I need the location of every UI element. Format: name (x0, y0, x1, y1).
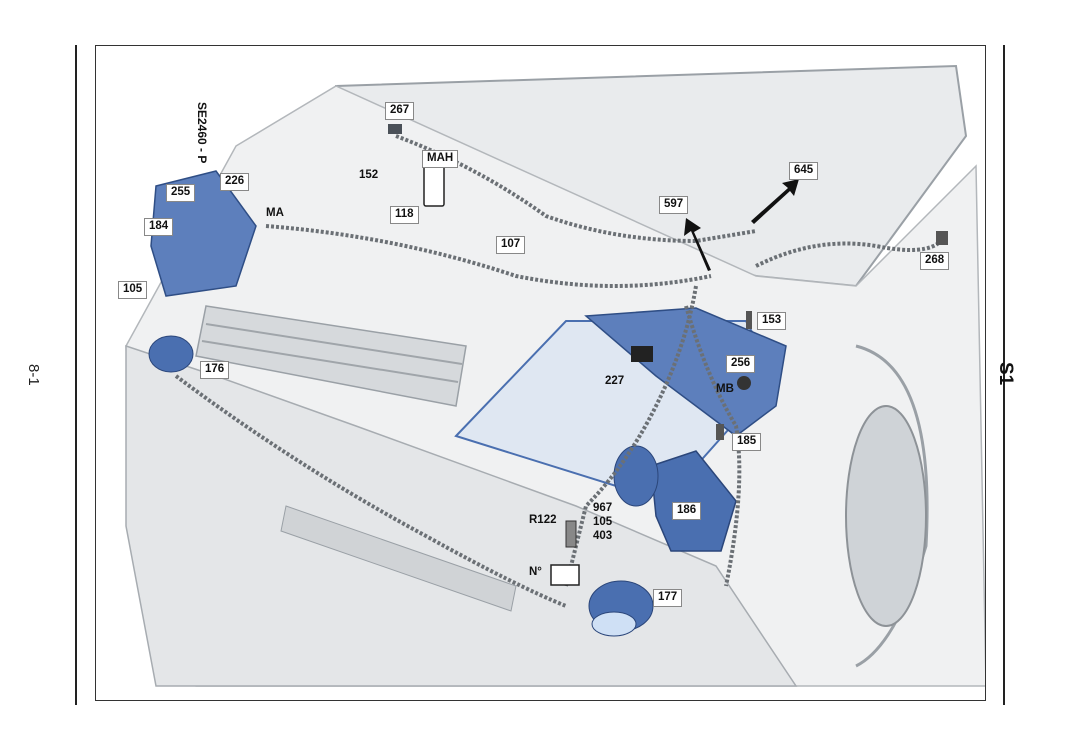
label-255: 255 (166, 184, 196, 202)
fog-lamp-lens (591, 611, 637, 637)
label-184: 184 (144, 218, 174, 236)
lower-grille (280, 505, 517, 612)
connector-268 (936, 231, 948, 245)
headlamp-housing (584, 307, 787, 437)
connector-227 (631, 346, 653, 362)
connector-185 (716, 424, 724, 440)
label-153: 153 (757, 312, 787, 330)
label-no: N° (529, 566, 542, 578)
arrow-645 (751, 179, 799, 224)
label-967: 967 (593, 502, 613, 514)
connector-267 (388, 124, 402, 134)
label-mb: MB (716, 383, 734, 395)
wheel (845, 405, 927, 627)
label-176: 176 (200, 361, 230, 379)
label-105-right: 105 (593, 516, 613, 528)
tag-no (550, 564, 580, 586)
washer-reservoir (650, 450, 737, 552)
wiring-harness-main (265, 224, 712, 288)
grille (195, 305, 467, 407)
label-403: 403 (593, 530, 613, 542)
grille-slat (205, 323, 463, 365)
wiring-harness-down (564, 285, 698, 587)
label-227: 227 (605, 375, 625, 387)
ground-mb (737, 376, 751, 390)
vehicle-illustration (125, 64, 985, 687)
connector-r122 (565, 520, 577, 548)
fog-lamp-left (148, 335, 194, 373)
label-267: 267 (385, 102, 415, 120)
horn (613, 445, 659, 507)
label-ma: MA (266, 207, 284, 219)
diagram-reference: SE2460 - P (195, 102, 209, 164)
arrow-597 (684, 218, 711, 271)
label-118: 118 (390, 206, 419, 224)
right-margin-rule (1003, 45, 1005, 705)
diagram-frame: SE2460 - P 267 152 MAH 118 255 226 MA 18… (95, 45, 986, 701)
left-headlamp-housing (150, 170, 257, 297)
label-177: 177 (653, 589, 683, 607)
label-597: 597 (659, 196, 689, 214)
label-105-left: 105 (118, 281, 148, 299)
label-268: 268 (920, 252, 950, 270)
label-stack-967-105-403: 967 105 403 (593, 501, 612, 543)
label-mah: MAH (422, 150, 459, 168)
wiring-harness-front (174, 374, 567, 608)
label-r122: R122 (529, 514, 557, 526)
label-185: 185 (732, 433, 762, 451)
section-code: S1 (995, 362, 1016, 386)
label-152: 152 (359, 169, 379, 181)
ecu-118 (423, 165, 445, 207)
label-186: 186 (672, 502, 702, 520)
label-107: 107 (496, 236, 526, 254)
wiring-harness-mid (684, 305, 742, 587)
page-number: 8-1 (25, 364, 42, 386)
label-645: 645 (789, 162, 819, 180)
label-226: 226 (220, 173, 250, 191)
left-margin-rule (75, 45, 77, 705)
grille-slat (201, 340, 459, 383)
label-256: 256 (726, 355, 756, 373)
connector-153 (746, 311, 752, 329)
